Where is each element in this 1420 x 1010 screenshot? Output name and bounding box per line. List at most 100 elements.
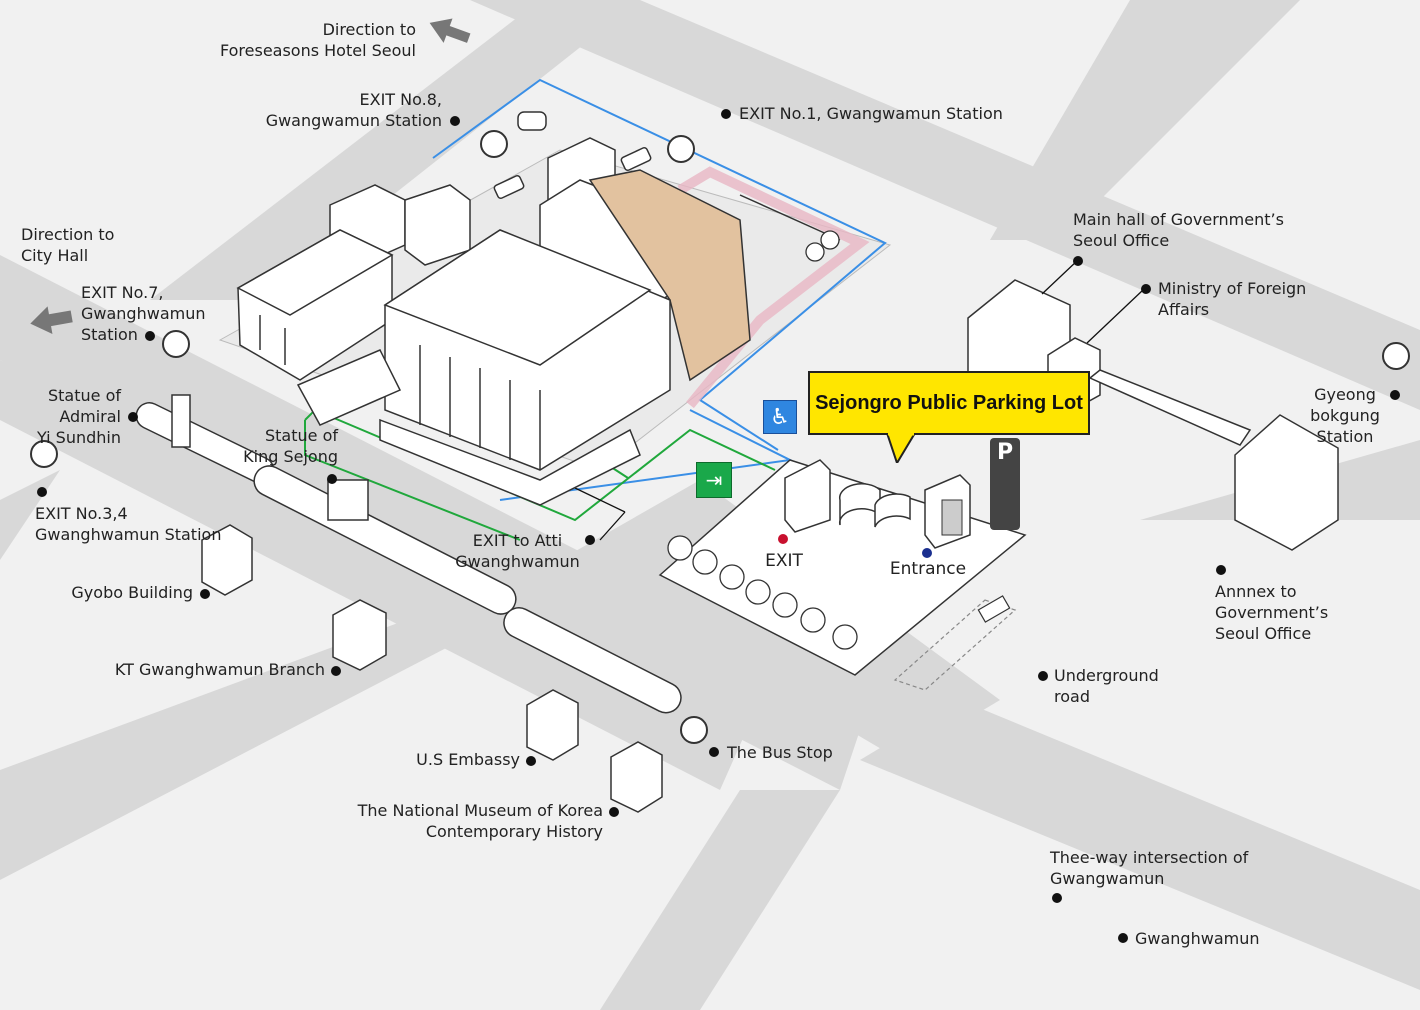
label-admiral: Statue of Admiral Yi Sundhin — [36, 386, 121, 447]
statues — [171, 394, 369, 521]
atti-leader-line — [574, 487, 626, 513]
building-west-wing-roof — [236, 229, 394, 316]
trees — [667, 230, 858, 650]
emergency-exit-icon: ⇥ — [696, 462, 732, 498]
tree — [772, 592, 798, 618]
label-exit7: EXIT No.7, Gwanghwamun Station — [81, 283, 206, 344]
road-north-avenue — [150, 0, 640, 300]
direction-arrow-icon — [429, 18, 471, 43]
main-hall-leader-line — [1041, 259, 1079, 295]
parking-lot-name-callout: Sejongro Public Parking Lot — [808, 371, 1090, 435]
direction-arrow-icon — [30, 306, 73, 334]
parking-vent-right — [874, 493, 911, 528]
label-main-hall: Main hall of Government’s Seoul Office — [1073, 210, 1284, 250]
marker-underground — [1038, 671, 1048, 681]
green-route-left — [304, 420, 521, 541]
marker-gyobo — [200, 589, 210, 599]
marker-three-way — [1052, 893, 1062, 903]
main-hall-columns — [259, 315, 541, 470]
ornament-1 — [517, 111, 547, 131]
parking-entrance-door — [941, 499, 963, 536]
bus-stop-icon — [680, 716, 708, 744]
label-gyobo: Gyobo Building — [71, 583, 193, 602]
median-3 — [503, 607, 682, 714]
us-embassy-cube — [526, 689, 579, 761]
parking-sign-pole — [990, 438, 1020, 530]
marker-annex — [1216, 565, 1226, 575]
marker-exit34 — [37, 487, 47, 497]
marker-exit8 — [450, 116, 460, 126]
label-kt: KT Gwanghwamun Branch — [114, 660, 325, 679]
underground-road-hatch — [977, 595, 1011, 623]
parking-sign: P — [996, 440, 1014, 465]
green-route — [304, 408, 776, 522]
exit-dot — [778, 534, 788, 544]
atti-leader-line-2 — [599, 511, 626, 541]
marker-king-sejong — [327, 474, 337, 484]
blue-route — [432, 78, 887, 451]
mofa-leader-line — [1086, 289, 1144, 344]
road-bottom-left — [0, 600, 500, 880]
medians — [135, 402, 682, 714]
marker-exit7 — [145, 331, 155, 341]
statue-admiral — [171, 394, 191, 448]
label-king-sejong: Statue of King Sejong — [243, 426, 338, 466]
marker-exit1 — [721, 109, 731, 119]
marker-bus-stop — [709, 747, 719, 757]
label-exit34: EXIT No.3,4 Gwanghwamun Station — [35, 504, 222, 544]
entrance-label: Entrance — [889, 559, 967, 579]
tree — [667, 535, 693, 561]
label-museum: The National Museum of Korea Contemporar… — [357, 801, 603, 841]
building-west-steps — [296, 349, 402, 426]
label-three-way: Thee-way intersection of Gwangwamun — [1050, 848, 1249, 888]
ornament-2 — [620, 146, 652, 172]
entrance-dot — [922, 548, 932, 558]
annex-building — [1234, 414, 1339, 551]
wheelchair-icon: ♿ — [763, 400, 797, 434]
label-gyeongbokgung: Gyeong bokgung Station — [1310, 385, 1380, 446]
label-gwanghwamun: Gwanghwamun — [1135, 929, 1260, 948]
fence — [739, 194, 841, 241]
marker-museum — [609, 807, 619, 817]
kt-building-cube — [332, 599, 387, 671]
label-us-embassy: U.S Embassy — [416, 750, 520, 769]
tree — [692, 549, 718, 575]
label-bus-stop: The Bus Stop — [727, 743, 833, 762]
tree — [805, 242, 825, 262]
marker-gwanghwamun — [1118, 933, 1128, 943]
road-right-top — [990, 0, 1300, 240]
building-main-hall-steps — [379, 418, 641, 506]
tree — [832, 624, 858, 650]
building-back-2 — [404, 184, 471, 266]
exit-label: EXIT — [765, 551, 803, 571]
bus-stop-icon — [667, 135, 695, 163]
callout-pointer — [885, 433, 917, 463]
label-annex: Annnex to Government’s Seoul Office — [1215, 582, 1329, 643]
road-bottom-center — [600, 790, 840, 1010]
road-bottom-right-diagonal — [860, 700, 1420, 990]
parking-lot-area — [658, 438, 1027, 691]
marker-gyeongbokgung — [1390, 390, 1400, 400]
gyobo-building-cube — [201, 524, 253, 596]
tree — [800, 607, 826, 633]
bus-stop-icon — [1382, 342, 1410, 370]
label-exit8: EXIT No.8, Gwangwamun Station — [265, 90, 442, 130]
building-main-hall-roof — [383, 229, 652, 366]
label-underground: Underground road — [1054, 666, 1159, 706]
median-2 — [253, 465, 517, 615]
connector-bridge — [1088, 369, 1252, 446]
bus-stop-icon — [162, 330, 190, 358]
statue-king-sejong — [327, 479, 369, 521]
marker-mofa — [1141, 284, 1151, 294]
label-exit1: EXIT No.1, Gwangwamun Station — [739, 104, 1003, 123]
marker-main-hall — [1073, 256, 1083, 266]
tree — [745, 579, 771, 605]
government-complex — [236, 111, 841, 506]
tree — [820, 230, 840, 250]
marker-us-embassy — [526, 756, 536, 766]
parking-exit-structure — [784, 459, 831, 533]
tree — [719, 564, 745, 590]
bus-stop-icon — [30, 440, 58, 468]
marker-atti — [585, 535, 595, 545]
museum-cube — [610, 741, 663, 813]
